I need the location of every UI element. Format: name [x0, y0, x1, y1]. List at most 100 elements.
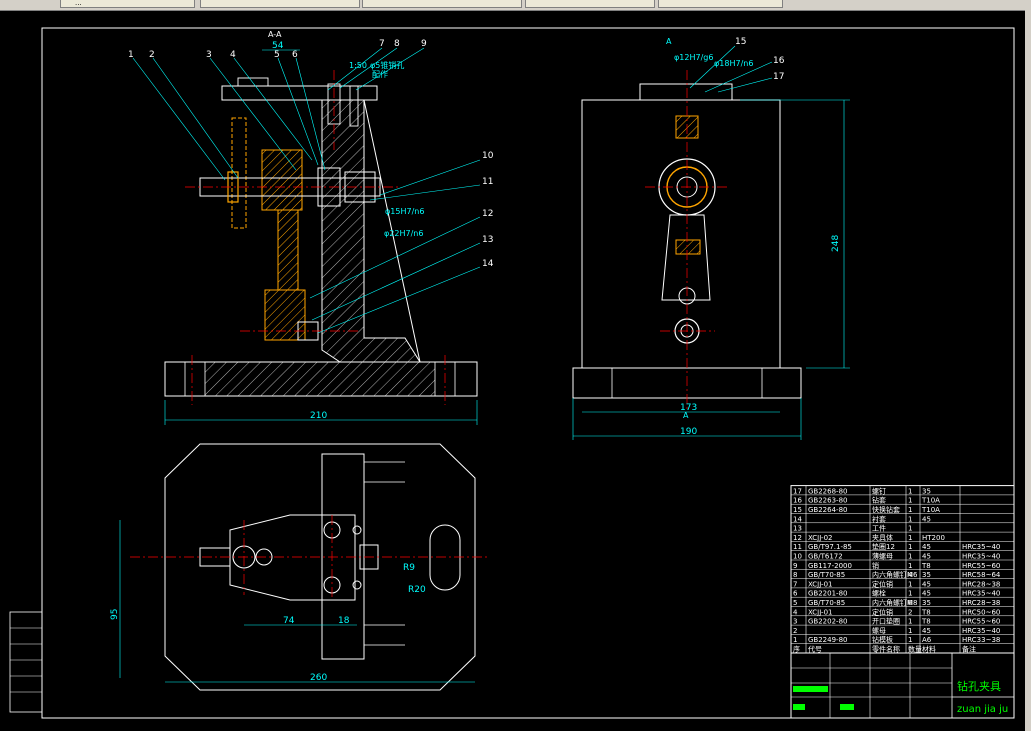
bom-cell-note: HRC58~64 — [962, 571, 1001, 579]
dim-inner: 173 — [680, 403, 697, 413]
bom-cell-qty: 1 — [908, 553, 912, 561]
tab-4[interactable] — [525, 0, 655, 8]
callout-16: 16 — [773, 56, 785, 66]
bom-header-mat: 材料 — [922, 645, 936, 654]
bom-cell-note: HRC50~60 — [962, 608, 1000, 616]
section-mark-top: A — [666, 37, 672, 46]
bom-cell-qty: 4 — [908, 571, 913, 579]
bom-cell-name: 薄螺母 — [872, 552, 893, 561]
side-view: 248 173 190 A A φ12H7/g6 φ18H7/n6 15 16 … — [572, 37, 850, 440]
bom-cell-name: 内六角螺钉M6 — [872, 570, 918, 579]
callout-17: 17 — [773, 72, 784, 82]
callout-7: 7 — [379, 39, 385, 49]
bom-cell-name: 销 — [872, 561, 879, 570]
dim-74: 74 — [283, 616, 295, 626]
bom-cell-mat: 45 — [922, 590, 931, 598]
bom-cell-no: 12 — [793, 534, 802, 542]
bom-cell-name: 钻套 — [872, 496, 886, 505]
callout-15: 15 — [735, 37, 746, 47]
dim-base: 210 — [310, 411, 327, 421]
bom-cell-code: XCJJ-01 — [808, 608, 833, 616]
dim-outer: 190 — [680, 427, 697, 437]
bom-cell-no: 14 — [793, 515, 802, 523]
tab-2[interactable] — [200, 0, 360, 8]
vertical-scrollbar[interactable] — [1025, 10, 1031, 731]
dim-width-top: 54 — [272, 41, 284, 51]
bom-cell-qty: 6 — [908, 599, 913, 607]
title-block: 钻孔夹具 zuan jia ju — [790, 652, 1015, 719]
bom-cell-code: GB/T70-85 — [808, 571, 845, 579]
bom-cell-no: 2 — [793, 627, 797, 635]
callout-14: 14 — [482, 259, 494, 269]
bom-cell-qty: 1 — [908, 627, 912, 635]
tab-1-label: ... — [75, 0, 82, 7]
bom-cell-name: 开口垫圈 — [872, 617, 900, 626]
bom-cell-no: 9 — [793, 562, 797, 570]
bom-cell-name: 螺母 — [872, 626, 886, 635]
callout-11: 11 — [482, 177, 493, 187]
bom-cell-qty: 1 — [908, 497, 912, 505]
side-fit-2: φ18H7/n6 — [714, 59, 753, 68]
bom-cell-no: 3 — [793, 618, 797, 626]
section-mark-bottom: A — [683, 411, 689, 420]
tab-5[interactable] — [658, 0, 783, 8]
bom-header-name: 零件名称 — [872, 645, 900, 654]
bom-cell-mat: T10A — [921, 497, 940, 505]
bom-header-no: 序 — [793, 645, 800, 654]
bom-cell-qty: 2 — [908, 608, 912, 616]
bom-cell-name: 钻模板 — [872, 635, 893, 644]
callout-8: 8 — [394, 39, 400, 49]
bom-cell-name: 夹具体 — [872, 533, 893, 542]
bom-cell-qty: 1 — [908, 562, 912, 570]
bom-cell-qty: 1 — [908, 636, 912, 644]
bom-cell-name: 内六角螺钉M8 — [872, 598, 918, 607]
fit-label-2: φ22H7/n6 — [384, 229, 423, 238]
bom-cell-code: GB2249-80 — [808, 636, 847, 644]
bom-cell-mat: T8 — [921, 618, 931, 626]
bom-cell-mat: 45 — [922, 627, 931, 635]
dim-top-height: 95 — [110, 609, 120, 620]
bom-cell-name: 定位销 — [872, 579, 893, 588]
bom-cell-name: 螺栓 — [872, 589, 886, 598]
bom-cell-code: GB2268-80 — [808, 487, 847, 495]
bom-cell-note: HRC35~40 — [962, 543, 1000, 551]
top-tab-bar: ... — [0, 0, 1031, 11]
bom-cell-code: GB117-2000 — [808, 562, 852, 570]
bom-cell-code: GB/T97.1-85 — [808, 543, 852, 551]
callout-1: 1 — [128, 50, 134, 60]
tab-1[interactable]: ... — [60, 0, 195, 8]
bom-cell-code: GB2264-80 — [808, 506, 847, 514]
bom-cell-mat: A6 — [922, 636, 932, 644]
bom-cell-mat: T8 — [921, 562, 931, 570]
bom-cell-note: HRC28~38 — [962, 599, 1000, 607]
bom-cell-name: 螺钉 — [872, 486, 886, 495]
bom-cell-no: 4 — [793, 608, 798, 616]
pin-hole-label-2: 配作 — [372, 69, 388, 79]
bom-header-qty: 数量 — [908, 645, 922, 654]
bom-cell-mat: HT200 — [922, 534, 945, 542]
callout-13: 13 — [482, 235, 493, 245]
bom-cell-qty: 1 — [908, 515, 912, 523]
bom-cell-qty: 1 — [908, 525, 912, 533]
pin-hole-label: φ5锥销孔 — [370, 60, 404, 70]
callout-3: 3 — [206, 50, 212, 60]
bom-cell-no: 10 — [793, 553, 802, 561]
bom-cell-qty: 1 — [908, 580, 912, 588]
bom-cell-no: 8 — [793, 571, 797, 579]
bom-cell-name: 垫圈12 — [872, 542, 895, 551]
title-pinyin: zuan jia ju — [957, 704, 1008, 715]
tab-3[interactable] — [362, 0, 522, 8]
bom-cell-code: GB2202-80 — [808, 618, 847, 626]
dim-18: 18 — [338, 616, 350, 626]
bom-cell-mat: 45 — [922, 543, 931, 551]
bom-cell-mat: 35 — [922, 599, 931, 607]
bom-cell-no: 5 — [793, 599, 797, 607]
bom-cell-code: GB2263-80 — [808, 497, 847, 505]
callout-9: 9 — [421, 39, 427, 49]
drawing-border — [41, 27, 1015, 719]
side-info-strip — [9, 611, 43, 713]
bom-cell-qty: 1 — [908, 506, 912, 514]
dim-height: 248 — [831, 235, 841, 252]
